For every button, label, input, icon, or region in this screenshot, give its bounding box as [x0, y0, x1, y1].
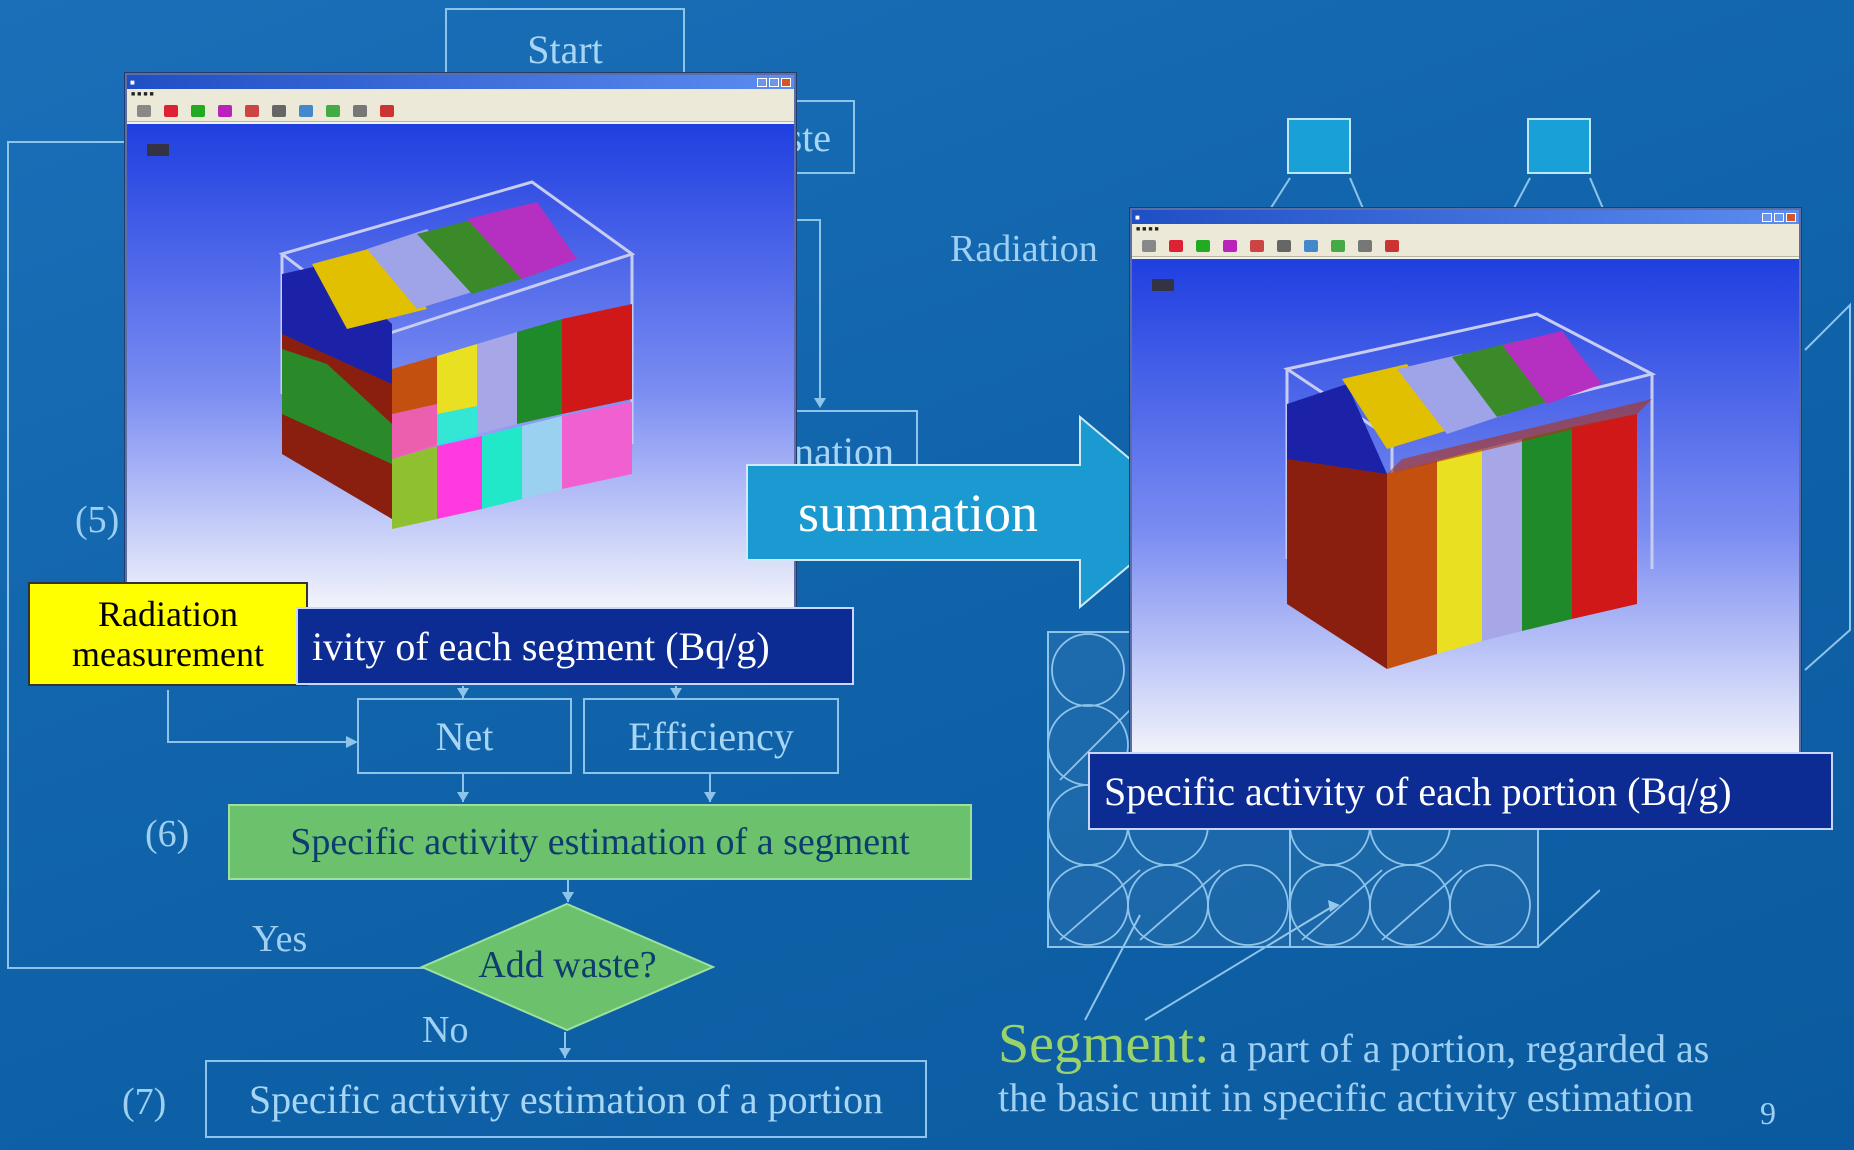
- tool-icon[interactable]: [245, 104, 259, 117]
- detector-right-icon: [1527, 118, 1591, 174]
- left-viewer-titlebar: ■: [127, 75, 794, 89]
- summation-label: summation: [798, 483, 1038, 543]
- tool-icon[interactable]: [137, 104, 151, 117]
- decision-diamond: [420, 902, 715, 1032]
- tool-icon[interactable]: [1169, 239, 1183, 252]
- step-6-label: (6): [145, 813, 190, 855]
- tool-icon[interactable]: [1304, 239, 1318, 252]
- yes-label: Yes: [252, 918, 308, 960]
- right-viewer-menubar[interactable]: ■ ■ ■ ■: [1132, 224, 1799, 235]
- segment-term: Segment:: [998, 1013, 1210, 1075]
- portion-estimation-box: Specific activity estimation of a portio…: [205, 1060, 927, 1138]
- tool-icon[interactable]: [1142, 239, 1156, 252]
- tool-icon[interactable]: [1223, 239, 1237, 252]
- close-icon[interactable]: [781, 77, 791, 87]
- step-7-label: (7): [122, 1081, 167, 1123]
- radiation-measurement-box: Radiation measurement: [28, 582, 308, 686]
- right-viewer-window: ■ ■ ■ ■ ■: [1130, 208, 1801, 760]
- left-viewer-controls[interactable]: [757, 77, 791, 87]
- left-3d-viewport[interactable]: [127, 124, 794, 611]
- right-viewer-toolbar[interactable]: [1132, 235, 1799, 257]
- left-viewer-toolbar[interactable]: [127, 100, 794, 122]
- segment-definition: Segment: a part of a portion, regarded a…: [998, 1012, 1848, 1121]
- net-box: Net: [357, 698, 572, 774]
- tool-icon[interactable]: [164, 104, 178, 117]
- left-viewer-menubar[interactable]: ■ ■ ■ ■: [127, 89, 794, 100]
- tool-icon[interactable]: [326, 104, 340, 117]
- right-viewer-titlebar: ■: [1132, 210, 1799, 224]
- page-number: 9: [1760, 1095, 1776, 1131]
- no-label: No: [422, 1009, 469, 1051]
- maximize-icon[interactable]: [769, 77, 779, 87]
- tool-icon[interactable]: [299, 104, 313, 117]
- axis-icon: [1152, 279, 1174, 291]
- right-portion-model: [1152, 279, 1657, 669]
- left-viewer-title: ■: [130, 77, 135, 87]
- close-icon[interactable]: [1786, 212, 1796, 222]
- tool-icon[interactable]: [1277, 239, 1291, 252]
- left-segment-model: [147, 144, 636, 529]
- axis-icon: [147, 144, 169, 156]
- tool-icon[interactable]: [1196, 239, 1210, 252]
- tool-icon[interactable]: [1385, 239, 1399, 252]
- tool-icon[interactable]: [353, 104, 367, 117]
- segment-estimation-box: Specific activity estimation of a segmen…: [228, 804, 972, 880]
- right-3d-viewport[interactable]: [1132, 259, 1799, 758]
- tool-icon[interactable]: [380, 104, 394, 117]
- radiation-fragment-label: Radiation: [950, 228, 1098, 270]
- right-viewer-controls[interactable]: [1762, 212, 1796, 222]
- tool-icon[interactable]: [191, 104, 205, 117]
- minimize-icon[interactable]: [1762, 212, 1772, 222]
- detector-left-icon: [1287, 118, 1351, 174]
- efficiency-box: Efficiency: [583, 698, 839, 774]
- tool-icon[interactable]: [1358, 239, 1372, 252]
- portion-activity-label: Specific activity of each portion (Bq/g): [1088, 752, 1833, 830]
- tool-icon[interactable]: [1250, 239, 1264, 252]
- minimize-icon[interactable]: [757, 77, 767, 87]
- maximize-icon[interactable]: [1774, 212, 1784, 222]
- right-viewer-title: ■: [1135, 212, 1140, 222]
- tool-icon[interactable]: [272, 104, 286, 117]
- left-viewer-window: ■ ■ ■ ■ ■: [125, 73, 796, 613]
- tool-icon[interactable]: [218, 104, 232, 117]
- decision-text: Add waste?: [478, 944, 657, 986]
- segment-activity-label: ivity of each segment (Bq/g): [296, 607, 854, 685]
- tool-icon[interactable]: [1331, 239, 1345, 252]
- segment-desc-line-2: the basic unit in specific activity esti…: [998, 1075, 1694, 1120]
- step-5-label: (5): [75, 499, 120, 541]
- segment-desc-line-1: a part of a portion, regarded as: [1209, 1026, 1710, 1071]
